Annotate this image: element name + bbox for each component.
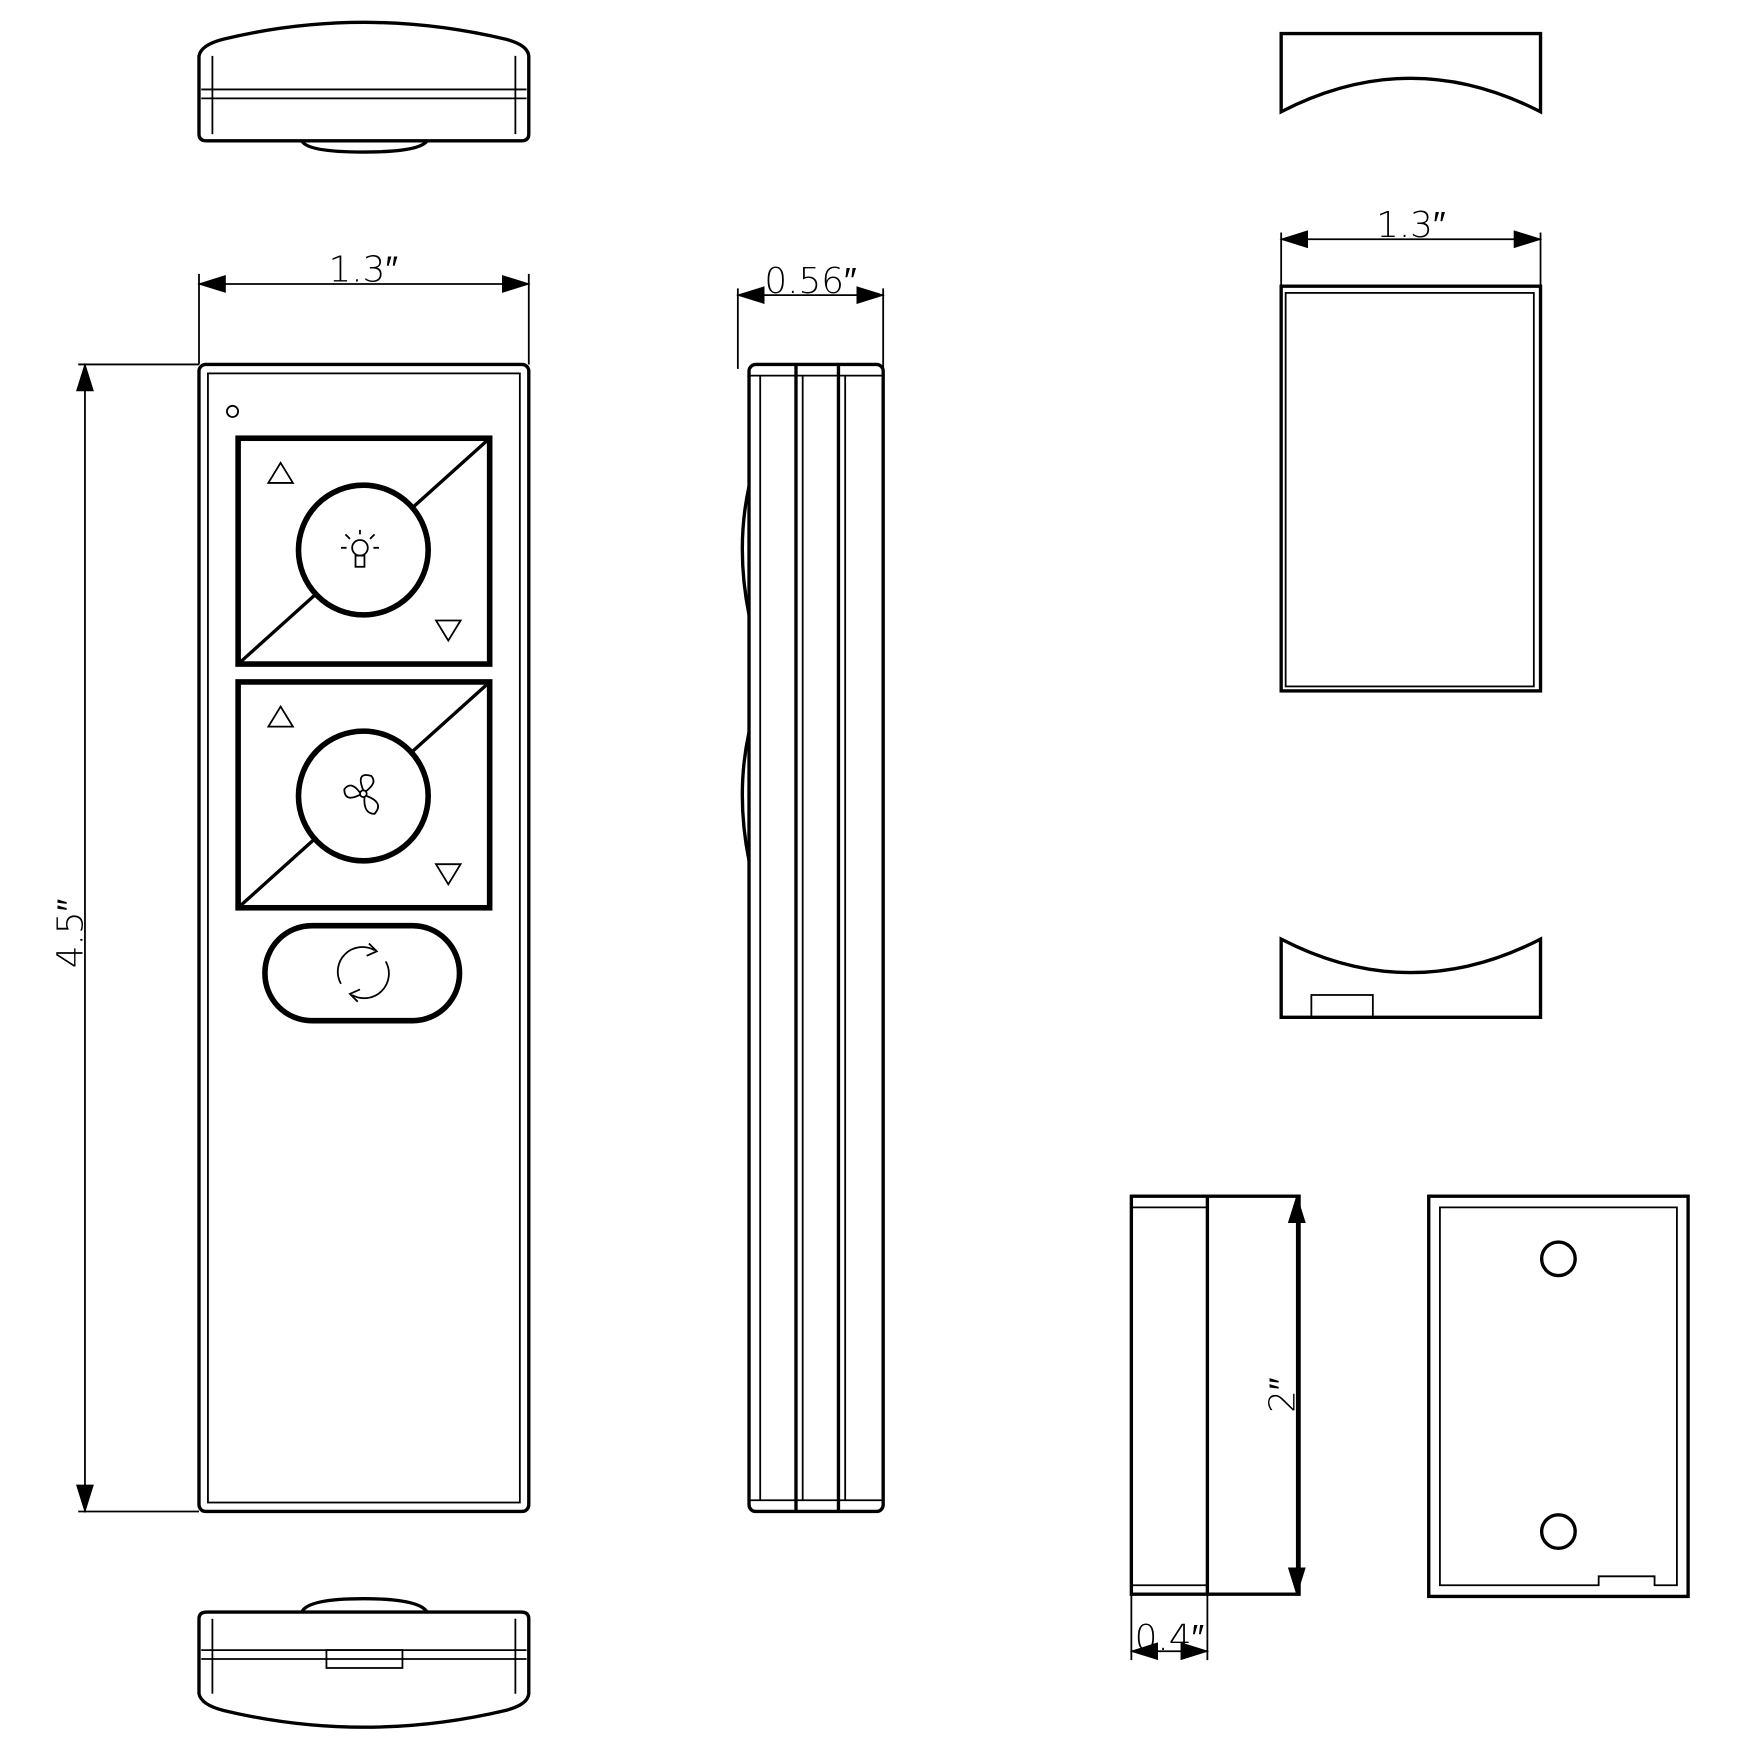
fan-button-profile [740, 731, 751, 862]
holder-height-dimension: 2″ [1263, 1377, 1304, 1412]
arrow-up-icon [266, 704, 295, 728]
light-bulb-icon [340, 529, 379, 568]
light-button-profile [740, 485, 751, 616]
arrow-down-icon [434, 863, 463, 887]
screw-hole [1539, 1513, 1577, 1551]
led-indicator [226, 404, 240, 418]
holder-depth-dimension: 0.4″ [1135, 1618, 1205, 1659]
fan-icon [343, 774, 380, 815]
arrow-down-icon [434, 619, 463, 643]
remote-front-view: 1.3″ 4.5″ [51, 250, 531, 1514]
reverse-button[interactable] [262, 922, 463, 1024]
cover-width-dimension: 1.3″ [1376, 205, 1446, 246]
reverse-arrows-icon [336, 942, 390, 1003]
thickness-dimension: 0.56″ [764, 261, 856, 302]
wall-holder-views: 2″ 0.4″ [1129, 1194, 1690, 1661]
remote-side-view: 0.56″ [736, 261, 885, 1514]
screw-hole [1539, 1240, 1577, 1278]
light-button[interactable] [235, 435, 493, 667]
fan-button[interactable] [235, 679, 493, 911]
bottom-end-view [197, 1596, 531, 1729]
battery-cover-views: 1.3″ [1279, 31, 1543, 1020]
arrow-up-icon [266, 461, 295, 484]
front-height-dimension: 4.5″ [51, 899, 92, 969]
top-end-view [197, 20, 531, 154]
front-width-dimension: 1.3″ [329, 250, 399, 291]
